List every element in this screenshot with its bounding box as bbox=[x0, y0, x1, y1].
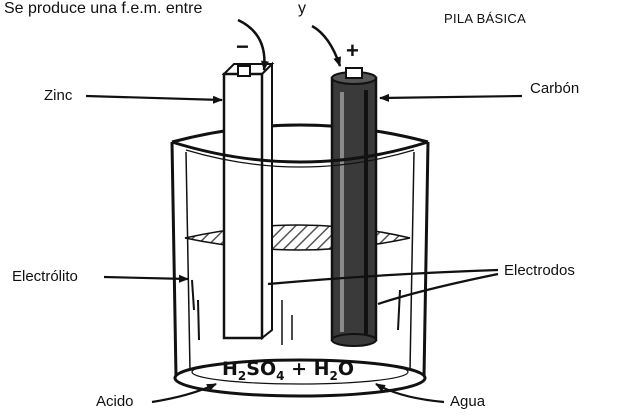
glass-shade-1 bbox=[191, 279, 195, 311]
carbon-label: Carbón bbox=[530, 80, 580, 97]
jar-right-inner-wall bbox=[409, 151, 415, 371]
jar-front-rim bbox=[171, 140, 429, 164]
electrolyte-label: Electrólito bbox=[12, 268, 78, 285]
electrodes-pointer-carbon bbox=[377, 272, 499, 306]
caption-left: Se produce una f.e.m. entre bbox=[4, 0, 203, 17]
formula-sub-2: 2 bbox=[237, 368, 247, 383]
formula-sub-2-water: 2 bbox=[329, 368, 338, 383]
carbon-pointer bbox=[379, 93, 523, 102]
caption-right: y bbox=[298, 0, 306, 17]
diagram-title: PILA BÁSICA bbox=[444, 11, 527, 26]
electrodes-label: Electrodos bbox=[504, 262, 575, 279]
jar-right-wall bbox=[422, 141, 430, 377]
jar-bottom-inner bbox=[191, 359, 409, 385]
water-label: Agua bbox=[450, 393, 486, 410]
electrolyte-pointer bbox=[103, 274, 189, 283]
electrodes-pointer-zinc bbox=[267, 268, 499, 286]
arrow-to-zinc-terminal bbox=[237, 18, 269, 71]
glass-shade-3 bbox=[397, 289, 401, 331]
water-pointer bbox=[375, 383, 445, 404]
formula-sub-4: 4 bbox=[276, 368, 285, 383]
chemical-formula: H2SO4 + H2O bbox=[222, 360, 354, 385]
carbon-electrode bbox=[330, 76, 378, 342]
jar-left-wall bbox=[170, 141, 178, 377]
zinc-pointer bbox=[85, 94, 223, 104]
zinc-electrode-face bbox=[222, 72, 264, 340]
jar-back-rim bbox=[171, 123, 429, 144]
jar-front-rim-inner bbox=[185, 149, 415, 168]
zinc-terminal bbox=[237, 65, 251, 77]
formula-plus: + bbox=[284, 358, 314, 380]
acid-pointer bbox=[151, 383, 217, 404]
positive-sign: + bbox=[346, 38, 359, 63]
formula-h: H bbox=[222, 358, 238, 380]
formula-o: O bbox=[337, 358, 355, 380]
formula-h-water: H bbox=[313, 358, 330, 380]
carbon-terminal bbox=[345, 67, 363, 79]
zinc-label: Zinc bbox=[44, 87, 73, 104]
zinc-electrode-side bbox=[261, 61, 273, 341]
arrow-to-carbon-terminal bbox=[311, 24, 342, 67]
glass-shade-2 bbox=[197, 299, 200, 341]
negative-sign: − bbox=[236, 34, 249, 59]
jar-left-inner-wall bbox=[185, 151, 191, 371]
formula-so: SO bbox=[246, 358, 277, 380]
acid-label: Acido bbox=[96, 393, 134, 410]
carbon-electrode-bottom bbox=[331, 333, 377, 347]
